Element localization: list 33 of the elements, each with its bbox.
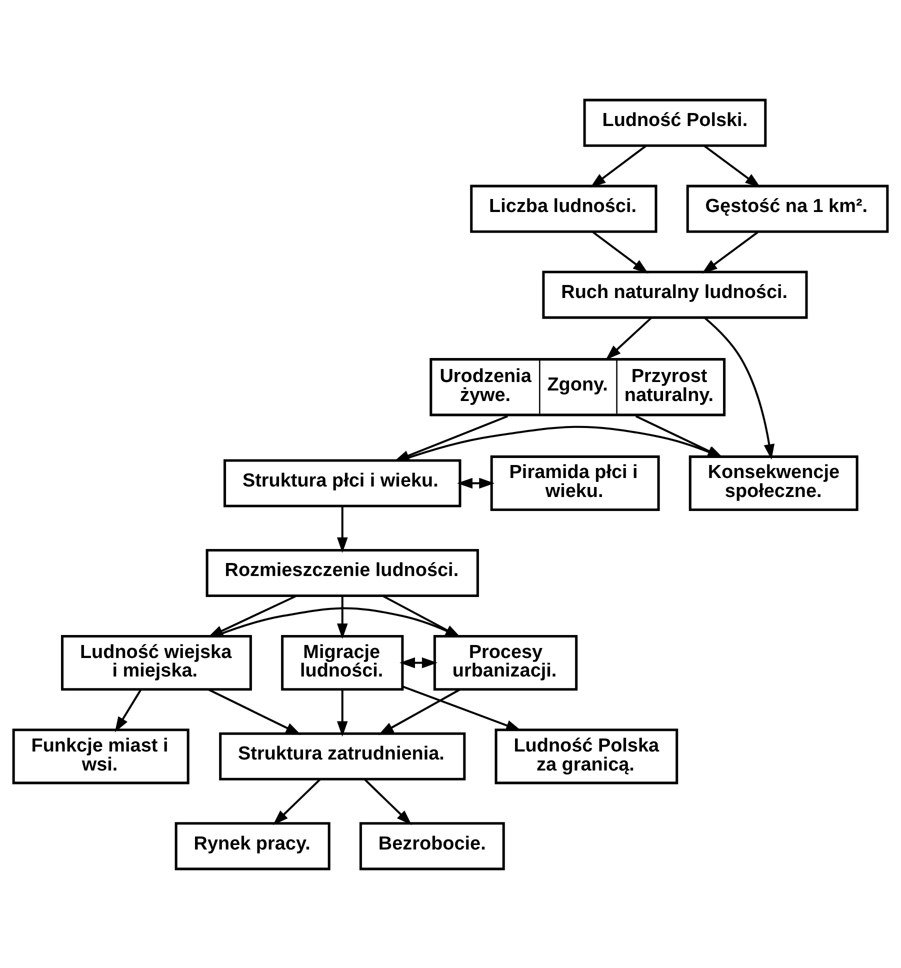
arrow [336,506,348,552]
arrow [336,688,348,736]
arrow [114,688,142,732]
node-box: Bezrobocie. [359,822,505,870]
node-box: Migracje ludności. [281,634,404,690]
arrow [336,595,348,638]
node-box: Gęstość na 1 km². [686,184,889,232]
node-box: Piramida płci i wieku. [490,454,660,511]
arrow [378,688,461,735]
node-box: Funkcje miast i wsi. [12,728,190,784]
arrow [364,778,412,825]
node-box: Procesy urbanizacji. [433,634,578,690]
node-box: Rozmieszczenie ludności. [206,548,479,597]
node-box: Struktura płci i wieku. [224,458,462,507]
arrow [606,316,652,360]
node-box: Konsekwencje społeczne. [688,454,858,511]
arrow [402,685,522,730]
arrow [592,230,648,274]
node-box: Ludność Polska za granicą. [494,728,678,784]
arrow [400,656,438,668]
node-box: Ludność Polski. [583,98,767,146]
node-box: Rynek pracy. [174,822,330,870]
arrow [382,594,461,638]
arrow [457,477,495,488]
node-box: Struktura zatrudnienia. [219,732,466,780]
node-box: Ruch naturalny ludności. [542,270,808,318]
arrow [272,778,321,825]
arrow [590,144,646,188]
node-box: Liczba ludności. [470,184,658,232]
arrow [208,688,302,734]
node-box: Ludność wiejska i miejska. [61,634,252,690]
arrow [702,230,759,274]
arrow [704,144,761,188]
